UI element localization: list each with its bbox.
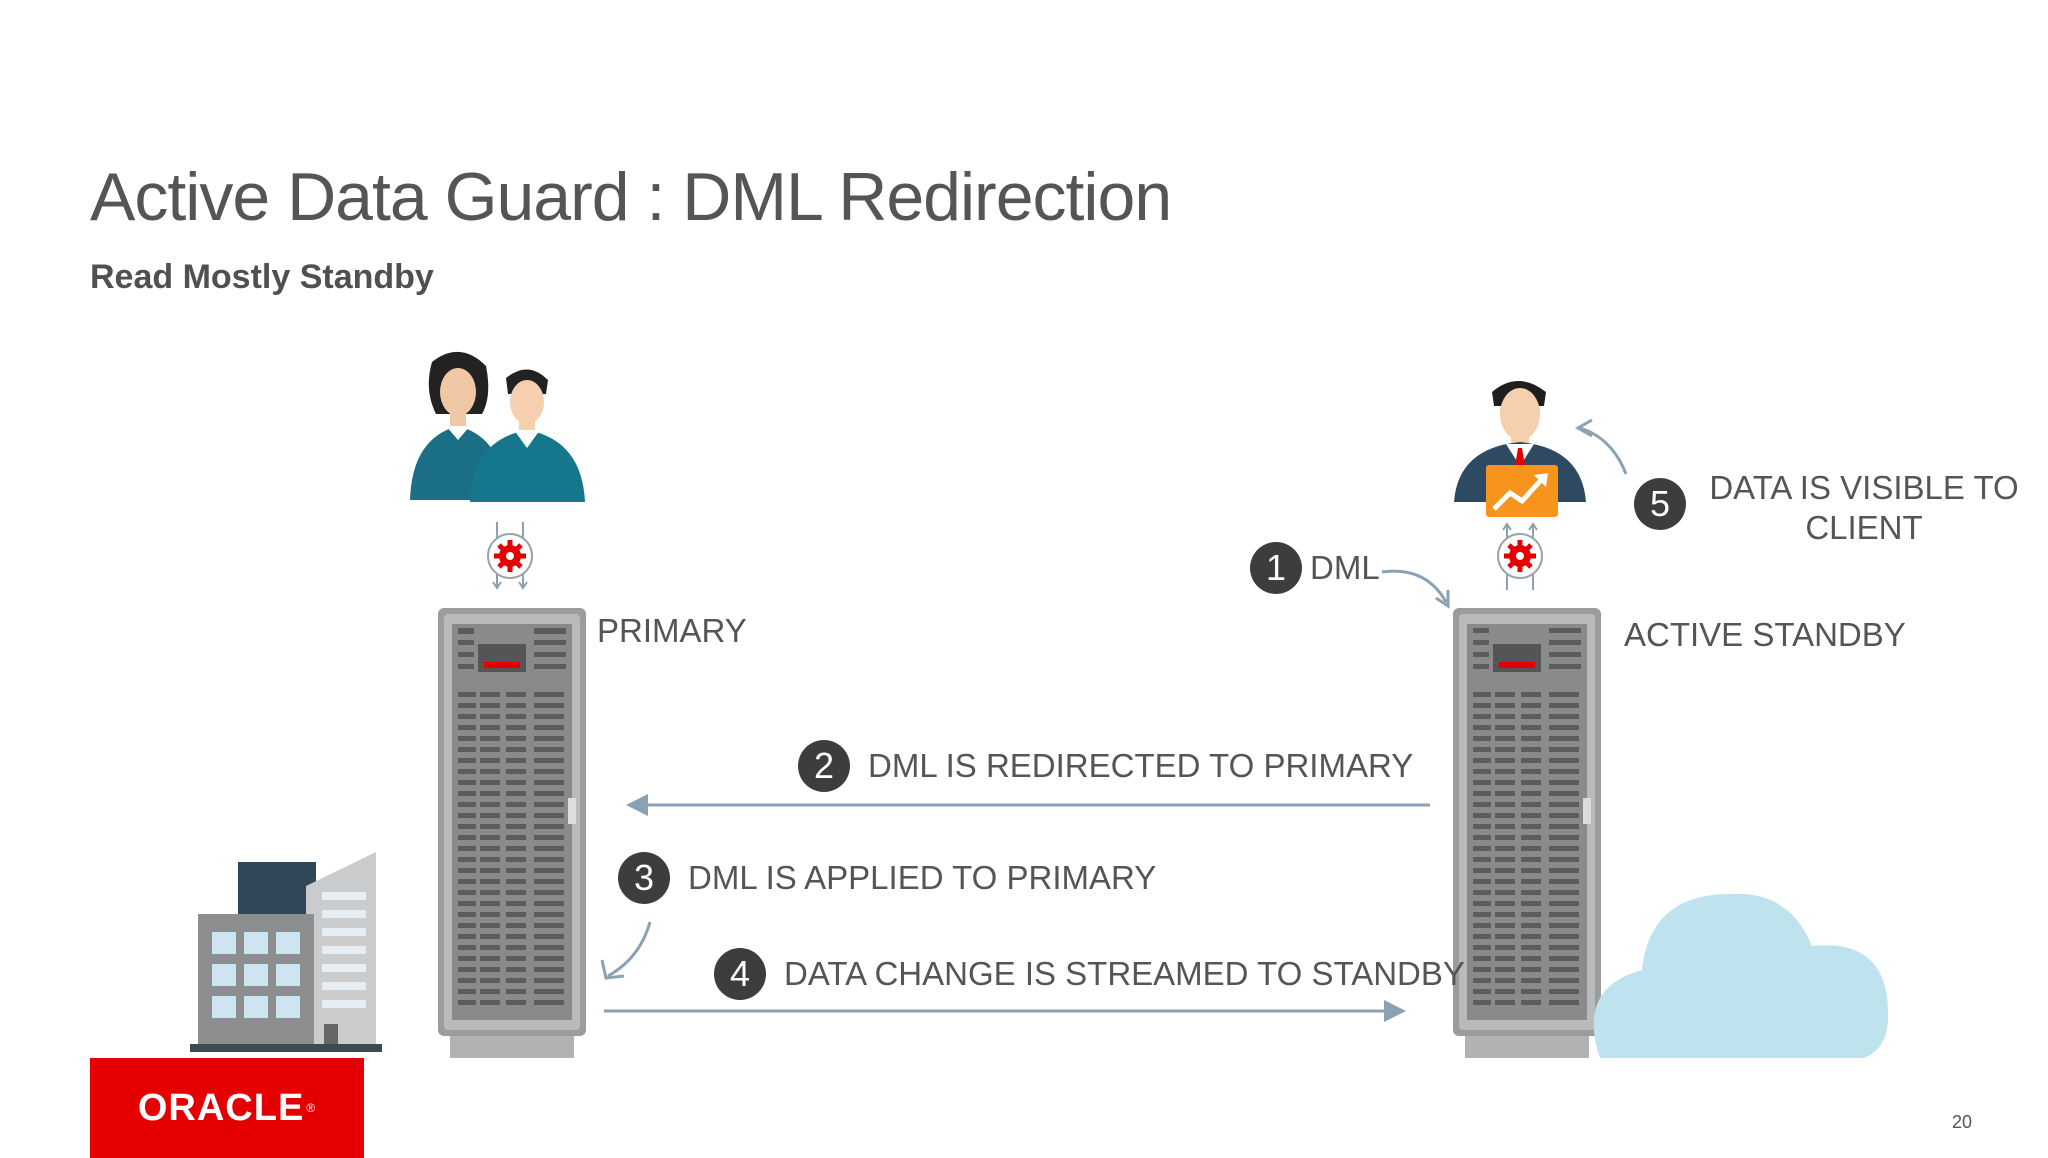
step-1-arrow	[1381, 569, 1450, 609]
office-building-icon	[190, 852, 382, 1052]
gear-icon	[487, 522, 533, 590]
step-5-arrow	[1574, 418, 1628, 475]
slide-subtitle: Read Mostly Standby	[90, 258, 434, 296]
step-number-badge: 4	[714, 948, 766, 1000]
step-text: DATA CHANGE IS STREAMED TO STANDBY	[784, 955, 1465, 992]
step-text-line: CLIENT	[1805, 509, 1923, 546]
oracle-logo-text: ORACLE	[137, 1086, 305, 1129]
gear-icon	[1497, 522, 1543, 590]
step-3: 3 DML IS APPLIED TO PRIMARY	[618, 852, 1156, 904]
registered-mark: ®	[306, 1101, 317, 1115]
step-4: 4 DATA CHANGE IS STREAMED TO STANDBY	[714, 948, 1465, 1000]
page-number: 20	[1951, 1112, 1972, 1132]
step-text: DML IS APPLIED TO PRIMARY	[688, 859, 1157, 896]
step-text: DML	[1310, 549, 1380, 586]
active-standby-label: ACTIVE STANDBY	[1624, 616, 1906, 653]
apply-arrow	[600, 921, 652, 980]
step-text: DML IS REDIRECTED TO PRIMARY	[868, 747, 1414, 784]
primary-server-icon	[438, 608, 586, 1058]
stream-arrow	[604, 1000, 1406, 1022]
step-number-badge: 3	[618, 852, 670, 904]
step-5-text: DATA IS VISIBLE TO CLIENT	[1704, 468, 2024, 548]
analytics-chart-icon	[1486, 465, 1558, 517]
primary-label: PRIMARY	[597, 612, 747, 649]
step-2: 2 DML IS REDIRECTED TO PRIMARY	[798, 740, 1413, 792]
redirect-arrow	[626, 794, 1430, 816]
step-number-badge: 5	[1634, 478, 1686, 530]
slide-title: Active Data Guard : DML Redirection	[90, 159, 1172, 235]
step-number-badge: 1	[1250, 542, 1302, 594]
step-5: 5	[1634, 478, 1686, 530]
step-number-badge: 2	[798, 740, 850, 792]
standby-server-icon	[1453, 608, 1601, 1058]
oracle-logo: ORACLE®	[90, 1058, 364, 1158]
step-text-line: DATA IS VISIBLE TO	[1709, 469, 2019, 506]
step-1: 1 DML	[1250, 542, 1380, 594]
users-icon	[410, 351, 585, 502]
cloud-icon	[1593, 893, 1889, 1058]
